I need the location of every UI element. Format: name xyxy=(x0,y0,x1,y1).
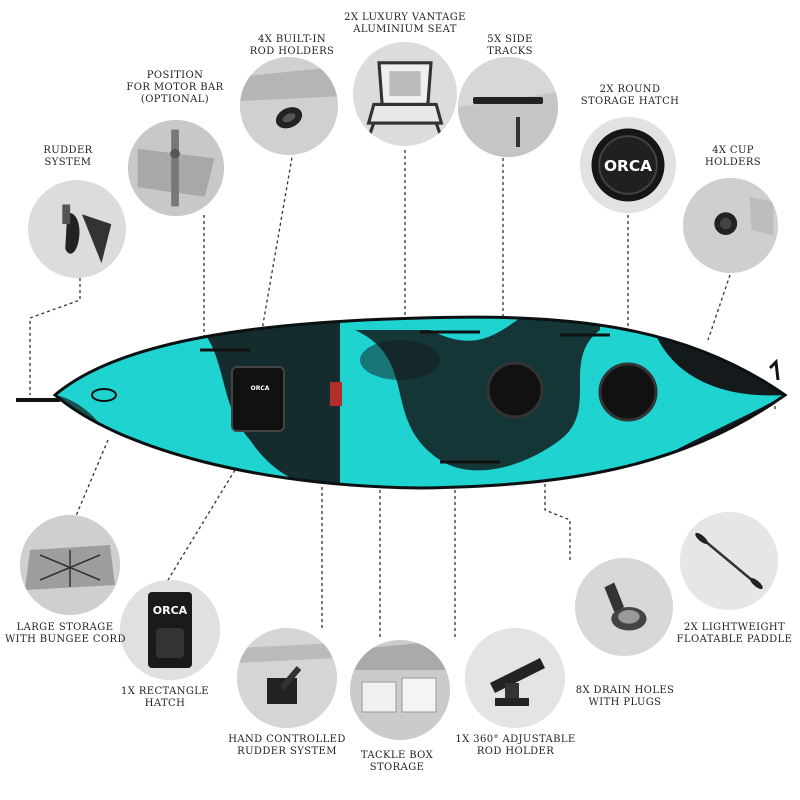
rudder-system-image xyxy=(28,180,126,278)
side-tracks-image xyxy=(458,57,558,157)
hull-brand-logo: ORCA xyxy=(250,385,270,392)
rect-hatch-brand-logo: ORCA xyxy=(153,604,188,617)
cup-holders-image xyxy=(683,178,778,273)
adj-rod-holder-image xyxy=(465,628,565,728)
large-storage-image xyxy=(20,515,120,615)
seat-image xyxy=(353,42,457,146)
hatch-brand-logo: ORCA xyxy=(604,157,652,175)
round-hatch-image: ORCA xyxy=(580,117,676,213)
tackle-box-image xyxy=(350,640,450,740)
hand-rudder-image xyxy=(237,628,337,728)
motor-bar-image xyxy=(128,120,224,216)
paddle-image xyxy=(680,512,778,610)
rod-holders-image xyxy=(240,57,338,155)
drain-holes-image xyxy=(575,558,673,656)
rect-hatch-image: ORCA xyxy=(120,580,220,680)
